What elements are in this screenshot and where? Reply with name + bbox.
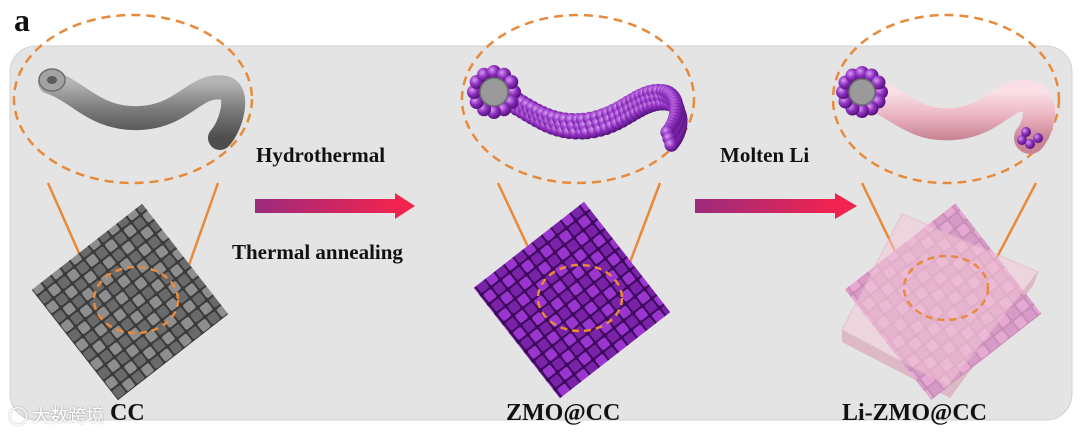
zmo-cloth xyxy=(473,201,671,399)
zoom-ellipse xyxy=(12,13,254,185)
stage-cc xyxy=(12,13,254,401)
nanoparticle xyxy=(871,75,886,90)
carbon-fiber xyxy=(38,70,246,150)
nanoparticle xyxy=(1021,127,1031,137)
process-arrow-2 xyxy=(695,193,857,219)
zoom-spot xyxy=(536,263,624,333)
stage-zmo xyxy=(460,13,696,399)
lithium-coated-fiber xyxy=(852,76,1055,154)
panel-background xyxy=(9,45,1073,421)
zoom-ellipse xyxy=(831,13,1061,185)
stage-label-cc: CC xyxy=(110,400,145,426)
zoom-spot xyxy=(902,254,990,322)
watermark-icon: ◯ xyxy=(8,404,29,426)
step1-label-annealing: Thermal annealing xyxy=(232,240,403,264)
lithium-block-side xyxy=(842,272,1038,398)
step1-label-hydrothermal: Hydrothermal xyxy=(256,143,386,167)
stage-label-zmo: ZMO@CC xyxy=(506,400,621,426)
carbon-cloth xyxy=(31,203,229,401)
stage-label-li-zmo: Li-ZMO@CC xyxy=(842,400,987,426)
nanoparticle xyxy=(504,75,519,89)
step2-label-molten-li: Molten Li xyxy=(720,143,810,167)
panel-letter: a xyxy=(14,2,30,38)
lithium-block xyxy=(840,213,1040,387)
fiber-end-cap xyxy=(848,78,876,106)
fiber-core xyxy=(47,76,57,84)
stage-li-zmo xyxy=(831,13,1061,400)
fiber-end-cap xyxy=(479,77,509,107)
zoom-spot xyxy=(92,265,180,335)
watermark-text: 大数跨境 xyxy=(32,406,105,427)
exposed-nanoparticles xyxy=(836,66,1043,149)
nanoparticle xyxy=(1033,133,1043,143)
watermark: ◯ 大数跨境 xyxy=(8,402,104,428)
process-arrow-1 xyxy=(255,193,415,219)
nanoparticle xyxy=(1025,139,1035,149)
nanoparticle xyxy=(664,137,679,152)
zoom-ellipse xyxy=(460,13,696,185)
nanoparticle xyxy=(1017,135,1027,145)
